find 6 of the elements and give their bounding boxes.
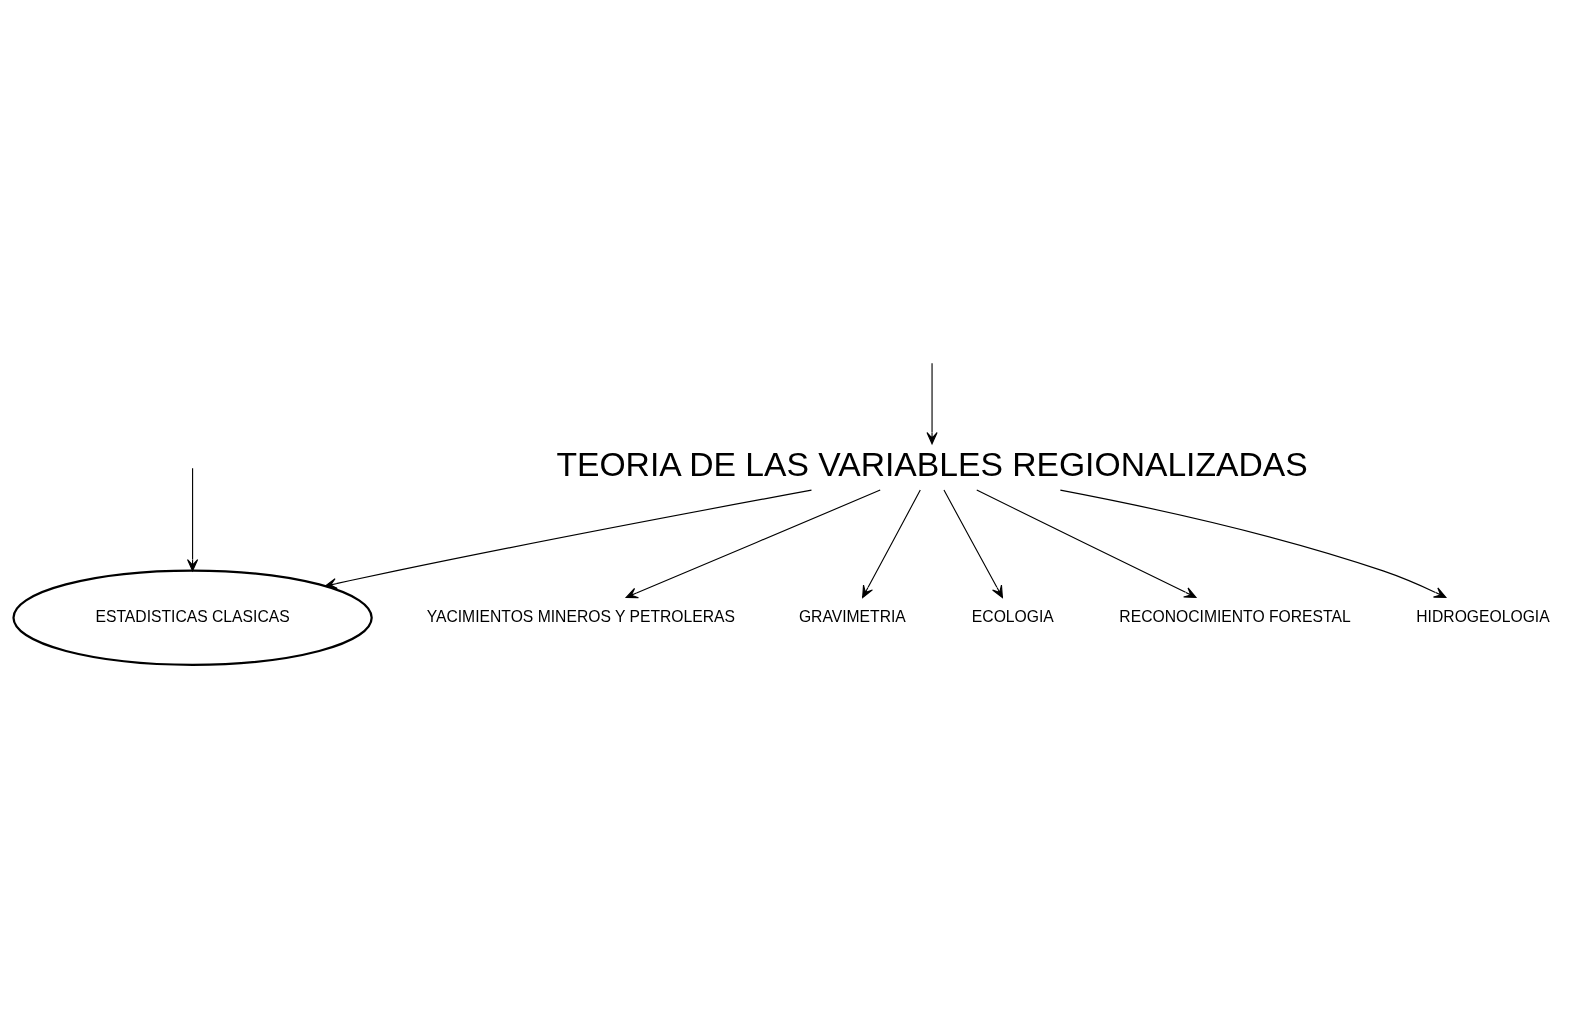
node-text: TEORIA DE LAS VARIABLES REGIONALIZADAS [556,445,1308,483]
node-text: ECOLOGIA [971,607,1054,625]
node-text: RECONOCIMIENTO FORESTAL [1119,607,1351,625]
node-text: HIDROGEOLOGIA [1416,607,1550,625]
node-text: GRAVIMETRIA [798,607,906,625]
node-text: YACIMIENTOS MINEROS Y PETROLERAS [426,607,735,625]
